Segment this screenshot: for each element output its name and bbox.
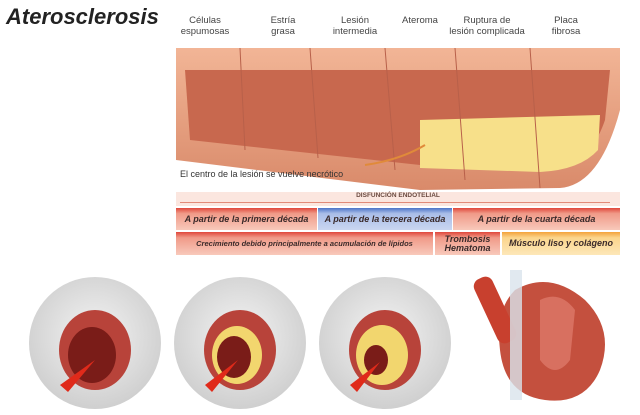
smooth-muscle-bar: Músculo liso y colágeno: [502, 232, 620, 255]
heart-illustration: [473, 270, 605, 401]
third-decade-bar: A partir de la tercera década: [318, 208, 452, 230]
diagram-title: Aterosclerosis: [6, 4, 159, 29]
plaque-core: [420, 115, 600, 172]
thrombosis-bar: Trombosis Hematoma: [435, 232, 500, 255]
first-decade-bar: A partir de la primera década: [176, 208, 317, 230]
cross-section-3: [319, 277, 451, 409]
fourth-decade-bar: A partir de la cuarta década: [453, 208, 620, 230]
endothelial-dysfunction-bar: DISFUNCIÓN ENDOTELIAL: [176, 192, 620, 206]
stage-label: Ateroma: [402, 15, 438, 26]
necrotic-note: El centro de la lesión se vuelve necróti…: [180, 169, 344, 179]
cross-section-1: [29, 277, 161, 409]
arrow-icon: [364, 144, 426, 166]
lipid-growth-bar: Crecimiento debido principalmente a acum…: [176, 232, 433, 255]
endothelial-dysfunction-label: DISFUNCIÓN ENDOTELIAL: [356, 192, 440, 199]
cross-section-2: [174, 277, 306, 409]
